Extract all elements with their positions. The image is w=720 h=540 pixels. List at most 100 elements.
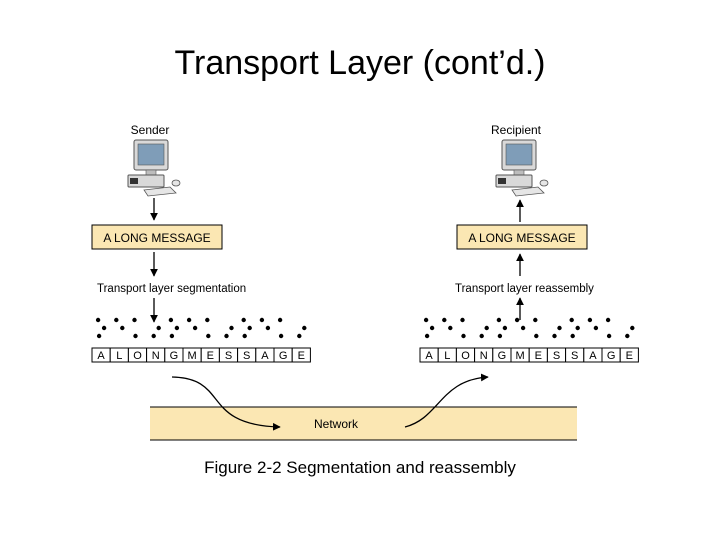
recipient-message-text: A LONG MESSAGE <box>468 231 575 245</box>
segment-letter: S <box>571 350 578 362</box>
segment-dot <box>277 317 283 323</box>
segment-dot <box>534 333 539 339</box>
segment-letter: A <box>97 350 105 362</box>
recipient-message-box: A LONG MESSAGE <box>456 224 588 250</box>
segment-letter: L <box>116 350 122 362</box>
segment-dot <box>479 333 484 339</box>
segment-letter: E <box>535 350 542 362</box>
segment-dot <box>174 325 180 331</box>
segment-dot <box>247 325 252 331</box>
segment-dot <box>297 333 302 339</box>
segment-dot <box>133 333 138 339</box>
segment-dot <box>448 325 453 331</box>
segment-letter: E <box>298 350 305 362</box>
segment-box <box>291 347 311 363</box>
sender-label: Sender <box>131 123 170 137</box>
segment-dot <box>114 317 119 323</box>
segment-letter: S <box>553 350 560 362</box>
segment-dot <box>120 325 125 331</box>
segment-dot <box>278 333 284 339</box>
segment-dot <box>587 317 593 323</box>
network-label: Network <box>314 417 359 431</box>
segment-dot <box>625 333 630 339</box>
segment-letter: A <box>261 350 269 362</box>
segment-dot <box>206 333 211 339</box>
segment-dot <box>156 325 161 331</box>
network-band: Network <box>150 406 577 441</box>
recipient-computer-icon <box>495 139 549 197</box>
segment-dot <box>241 317 246 323</box>
segment-letter: O <box>461 350 470 362</box>
sender-process-label: Transport layer segmentation <box>97 283 246 295</box>
segment-letter: L <box>444 350 450 362</box>
segment-dot <box>429 325 435 331</box>
segment-dot <box>461 333 466 339</box>
segment-dot <box>630 325 635 331</box>
segment-letter: G <box>279 350 288 362</box>
segment-dot <box>424 333 430 339</box>
sender-to-network-arrow <box>171 376 281 431</box>
segment-dot <box>497 333 503 339</box>
segment-dot <box>101 325 107 331</box>
segment-dot <box>265 325 271 331</box>
segment-letter: M <box>516 350 525 362</box>
segment-letter: S <box>243 350 250 362</box>
segment-dot <box>496 317 502 323</box>
segment-letter: G <box>170 350 179 362</box>
segment-dot <box>186 317 192 323</box>
segment-letter: N <box>152 350 160 362</box>
segment-letter: G <box>607 350 616 362</box>
segment-dot <box>151 333 156 339</box>
figure-caption: Figure 2-2 Segmentation and reassembly <box>204 458 516 477</box>
segment-dot <box>442 317 447 323</box>
segment-box <box>619 347 639 363</box>
segment-dot <box>575 325 580 331</box>
segment-dot <box>423 317 429 323</box>
segment-dot <box>169 333 175 339</box>
segment-dot <box>132 317 137 323</box>
segment-letter: E <box>207 350 214 362</box>
sender-message-text: A LONG MESSAGE <box>103 231 210 245</box>
segment-dot <box>224 333 229 339</box>
segment-letter: G <box>498 350 507 362</box>
sender-computer-icon <box>127 139 181 197</box>
segment-dot <box>557 325 562 331</box>
segment-letter: A <box>425 350 433 362</box>
segment-letter: A <box>589 350 597 362</box>
segment-dot <box>569 317 574 323</box>
segment-dot <box>168 317 174 323</box>
segment-letter: S <box>225 350 232 362</box>
segment-dot <box>192 325 198 331</box>
segment-dot <box>570 333 575 339</box>
segment-letter: M <box>188 350 197 362</box>
sender-message-box: A LONG MESSAGE <box>91 224 223 250</box>
recipient-process-label: Transport layer reassembly <box>455 283 594 295</box>
segment-dot <box>205 317 210 323</box>
segment-dot <box>460 317 465 323</box>
slide-title: Transport Layer (cont’d.) <box>174 44 546 82</box>
segment-letter: O <box>133 350 142 362</box>
segment-dot <box>533 317 538 323</box>
segment-dot <box>242 333 247 339</box>
segment-dot <box>229 325 234 331</box>
segment-dot <box>552 333 557 339</box>
segment-letter: N <box>480 350 488 362</box>
segment-dot <box>96 333 102 339</box>
recipient-segment-dots <box>423 317 635 339</box>
segment-dot <box>302 325 307 331</box>
segment-dot <box>606 333 612 339</box>
segment-dot <box>593 325 599 331</box>
segment-letter: E <box>626 350 633 362</box>
segment-dot <box>520 325 526 331</box>
segment-dot <box>95 317 101 323</box>
segment-dot <box>514 317 520 323</box>
segment-dot <box>605 317 611 323</box>
segment-dot <box>259 317 265 323</box>
segment-dot <box>502 325 508 331</box>
sender-segment-dots <box>95 317 307 339</box>
network-to-recipient-arrow <box>404 373 489 428</box>
recipient-label: Recipient <box>491 123 542 137</box>
